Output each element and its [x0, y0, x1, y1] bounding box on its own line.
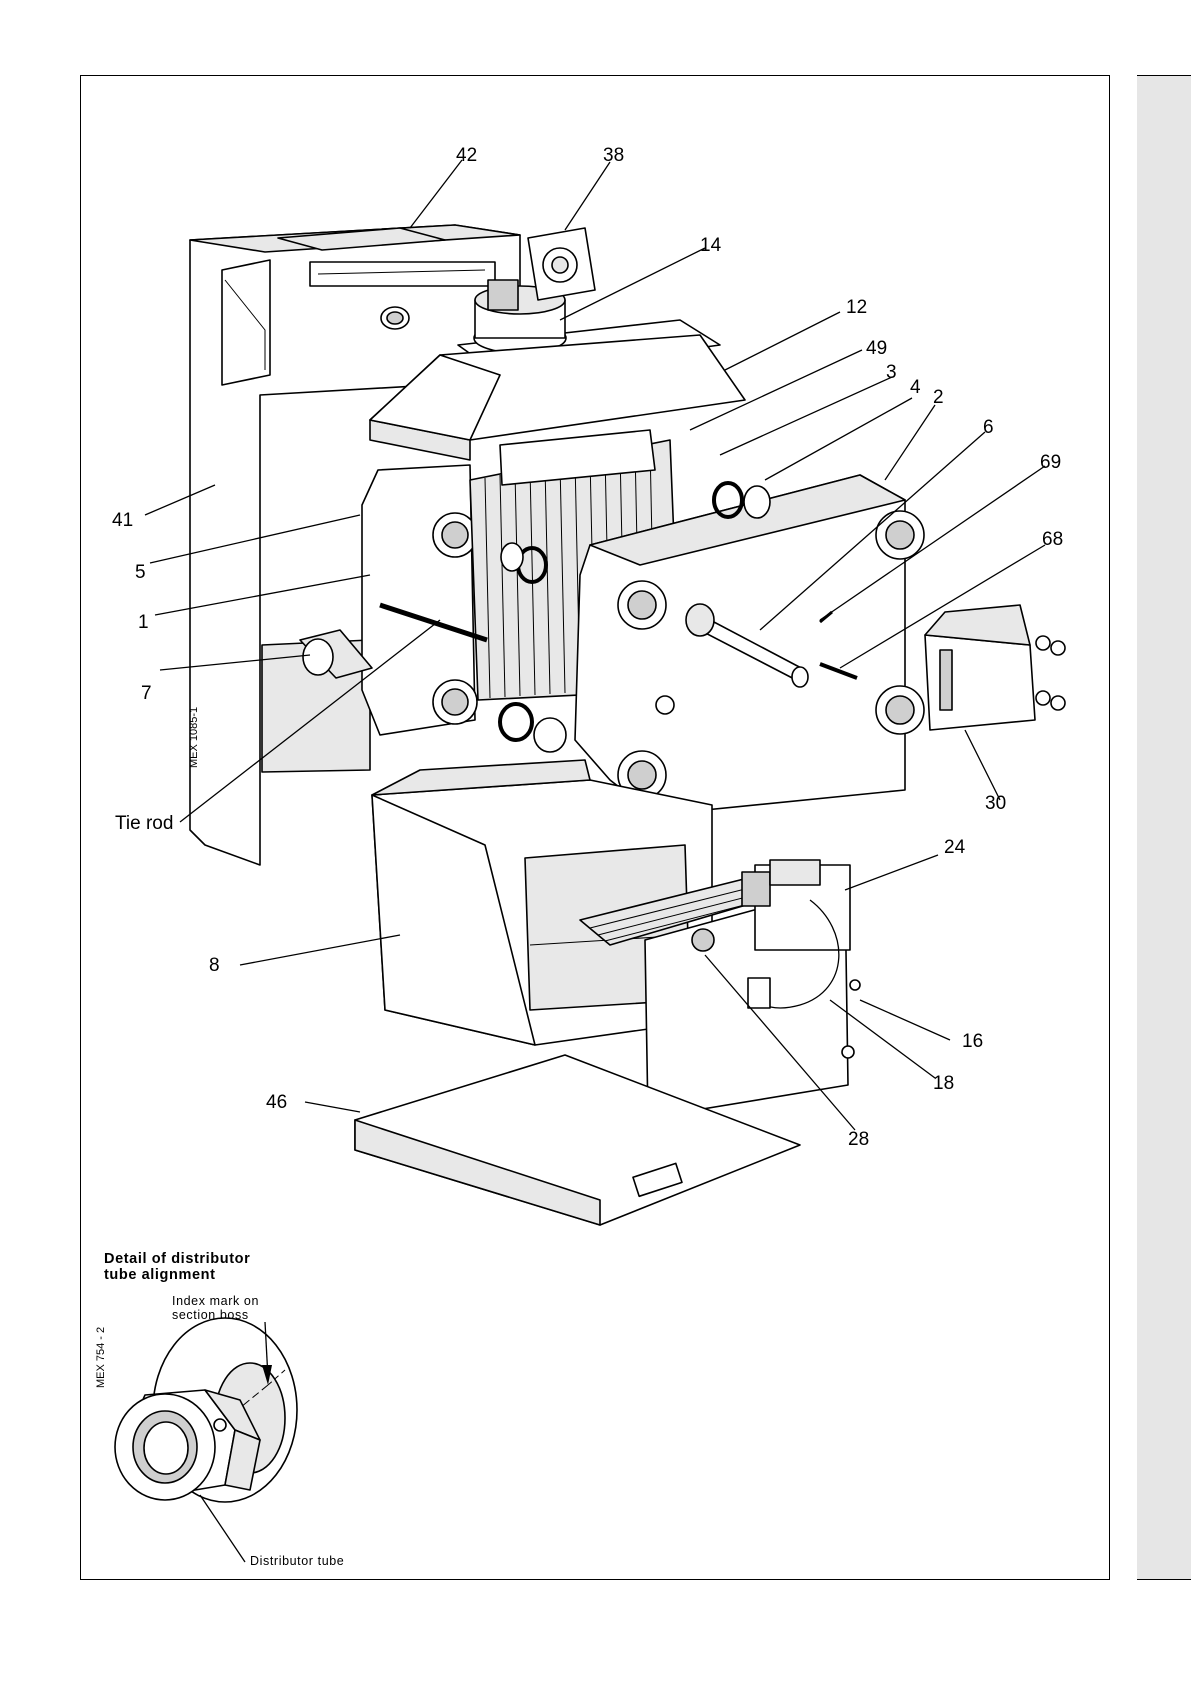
pressure-switch: [528, 228, 595, 300]
callout-6: 6: [983, 417, 994, 438]
callout-38: 38: [603, 145, 624, 166]
callout-4: 4: [910, 377, 921, 398]
callout-24: 24: [944, 837, 966, 858]
figure-ref-main: MEX 1085-1: [188, 707, 200, 768]
detail-title-line2: tube alignment: [104, 1267, 216, 1283]
callout-7: 7: [141, 683, 152, 704]
callout-69: 69: [1040, 452, 1061, 473]
heat-exchanger-section: [300, 430, 924, 815]
callout-tie-rod: Tie rod: [115, 813, 173, 834]
callout-5: 5: [135, 562, 146, 583]
callout-49: 49: [866, 338, 887, 359]
callout-1: 1: [138, 612, 149, 633]
callout-30: 30: [985, 793, 1006, 814]
callout-16: 16: [962, 1031, 983, 1052]
index-mark-label-line1: Index mark on: [172, 1294, 259, 1308]
figure-ref-detail: MEX 754 - 2: [95, 1327, 107, 1388]
callout-2: 2: [933, 387, 944, 408]
callout-3: 3: [886, 362, 897, 383]
detail-inset: Detail of distributor tube alignment Ind…: [95, 1251, 344, 1568]
callout-14: 14: [700, 235, 722, 256]
callout-28: 28: [848, 1129, 869, 1150]
callout-12: 12: [846, 297, 867, 318]
callout-46: 46: [266, 1092, 287, 1113]
callout-42: 42: [456, 145, 477, 166]
callout-68: 68: [1042, 529, 1063, 550]
control-box: [925, 605, 1065, 730]
distributor-tube-label: Distributor tube: [250, 1554, 344, 1568]
callout-8: 8: [209, 955, 220, 976]
detail-title-line1: Detail of distributor: [104, 1251, 250, 1267]
callout-18: 18: [933, 1073, 954, 1094]
callout-41: 41: [112, 510, 133, 531]
